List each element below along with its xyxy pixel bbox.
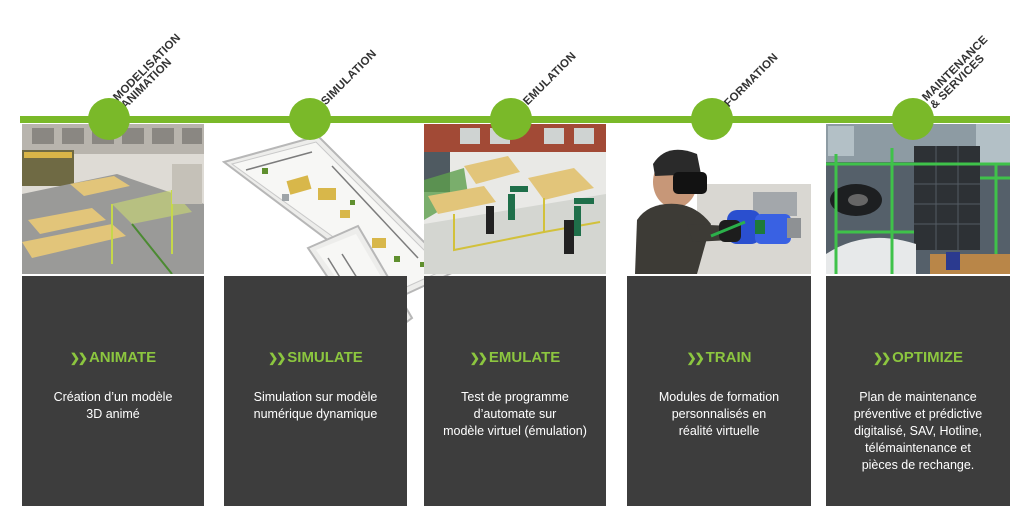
stage-label-emulation: EMULATION bbox=[521, 50, 579, 108]
stage-label-line: SIMULATION bbox=[319, 47, 380, 108]
timeline-node-emulate bbox=[490, 98, 532, 140]
industrial-maintenance-icon bbox=[826, 124, 1010, 274]
stage-label-line: FORMATION bbox=[722, 51, 781, 110]
vr-training-icon bbox=[627, 124, 811, 274]
double-chevron-right-icon: ❯❯ bbox=[469, 351, 488, 365]
double-chevron-right-icon: ❯❯ bbox=[268, 351, 286, 365]
timeline-node-optimize bbox=[892, 98, 934, 140]
card-title: ❯❯ANIMATE bbox=[22, 349, 204, 366]
stage-label-line: MODELISATION bbox=[111, 31, 184, 104]
timeline-node-train bbox=[691, 98, 733, 140]
card-title: ❯❯SIMULATE bbox=[224, 349, 407, 366]
card-optimize: ❯❯OPTIMIZE Plan de maintenance préventiv… bbox=[826, 276, 1010, 506]
double-chevron-right-icon: ❯❯ bbox=[686, 351, 705, 365]
stage-label-line: MAINTENANCE bbox=[920, 33, 991, 104]
card-title: ❯❯TRAIN bbox=[627, 349, 811, 366]
card-title-text: OPTIMIZE bbox=[892, 349, 963, 366]
card-description: Création d’un modèle 3D animé bbox=[53, 390, 173, 421]
card-description: Modules de formation personnalisés en ré… bbox=[658, 390, 780, 438]
stage-label-formation: FORMATION bbox=[722, 51, 781, 110]
card-title-text: EMULATE bbox=[488, 349, 561, 366]
card-emulate: ❯❯EMULATE Test de programme d’automate s… bbox=[424, 276, 606, 506]
card-title-text: ANIMATE bbox=[88, 349, 157, 366]
card-title-text: TRAIN bbox=[705, 349, 752, 366]
card-title: ❯❯EMULATE bbox=[424, 349, 606, 366]
card-description: Simulation sur modèle numérique dynamiqu… bbox=[253, 390, 378, 421]
card-train: ❯❯TRAIN Modules de formation personnalis… bbox=[627, 276, 811, 506]
card-title-text: SIMULATE bbox=[287, 349, 363, 366]
double-chevron-right-icon: ❯❯ bbox=[69, 351, 88, 365]
stage-label-maintenance: MAINTENANCE & SERVICES bbox=[920, 33, 998, 112]
stage-label-simulation: SIMULATION bbox=[319, 47, 380, 108]
robot-cell-emulation-icon bbox=[424, 124, 606, 274]
card-title: ❯❯OPTIMIZE bbox=[826, 349, 1010, 366]
timeline-node-animate bbox=[88, 98, 130, 140]
timeline-node-simulate bbox=[289, 98, 331, 140]
card-simulate: ❯❯SIMULATE Simulation sur modèle numériq… bbox=[224, 276, 407, 506]
factory-3d-model-icon bbox=[22, 124, 204, 274]
stage-label-modelisation: MODELISATION ANIMATION bbox=[111, 31, 191, 112]
card-animate: ❯❯ANIMATE Création d’un modèle 3D animé bbox=[22, 276, 204, 506]
card-description: Plan de maintenance préventive et prédic… bbox=[853, 390, 983, 472]
card-description: Test de programme d’automate sur modèle … bbox=[443, 390, 587, 438]
stage-label-line: EMULATION bbox=[521, 50, 579, 108]
double-chevron-right-icon: ❯❯ bbox=[873, 351, 891, 365]
